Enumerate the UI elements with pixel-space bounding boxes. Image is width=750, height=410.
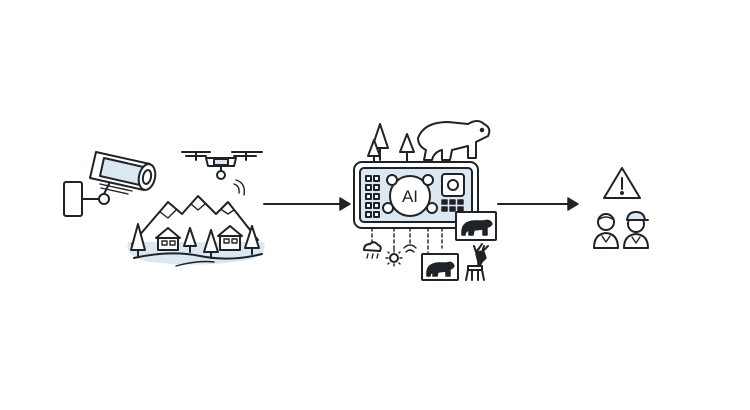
- alert-group: [593, 167, 649, 249]
- cloud-sensor-icon: [363, 241, 382, 259]
- keypad: [441, 199, 464, 212]
- security-camera-icon: [63, 151, 157, 217]
- signal-sensor-icon: [403, 244, 417, 253]
- flow-arrow-1: [263, 197, 351, 211]
- ai-processor-icon: AI: [353, 161, 479, 229]
- ai-processing-group: AI: [353, 120, 497, 281]
- bear-icon: [417, 120, 491, 161]
- data-connectors: [371, 227, 443, 255]
- drone-icon: [181, 151, 263, 196]
- deer-icon: [465, 243, 489, 281]
- bear-detection-card: [421, 253, 459, 281]
- sensing-group: [63, 151, 265, 267]
- bear-detection-card: [455, 211, 497, 241]
- mountain-village-icon: [127, 195, 265, 267]
- status-lights: [365, 175, 380, 218]
- tree-icon: [367, 123, 415, 163]
- flow-arrow-2: [497, 197, 579, 211]
- sun-sensor-icon: [385, 249, 403, 267]
- people-icon: [593, 211, 649, 249]
- ai-chip-label: AI: [402, 187, 418, 206]
- warning-icon: [603, 167, 641, 199]
